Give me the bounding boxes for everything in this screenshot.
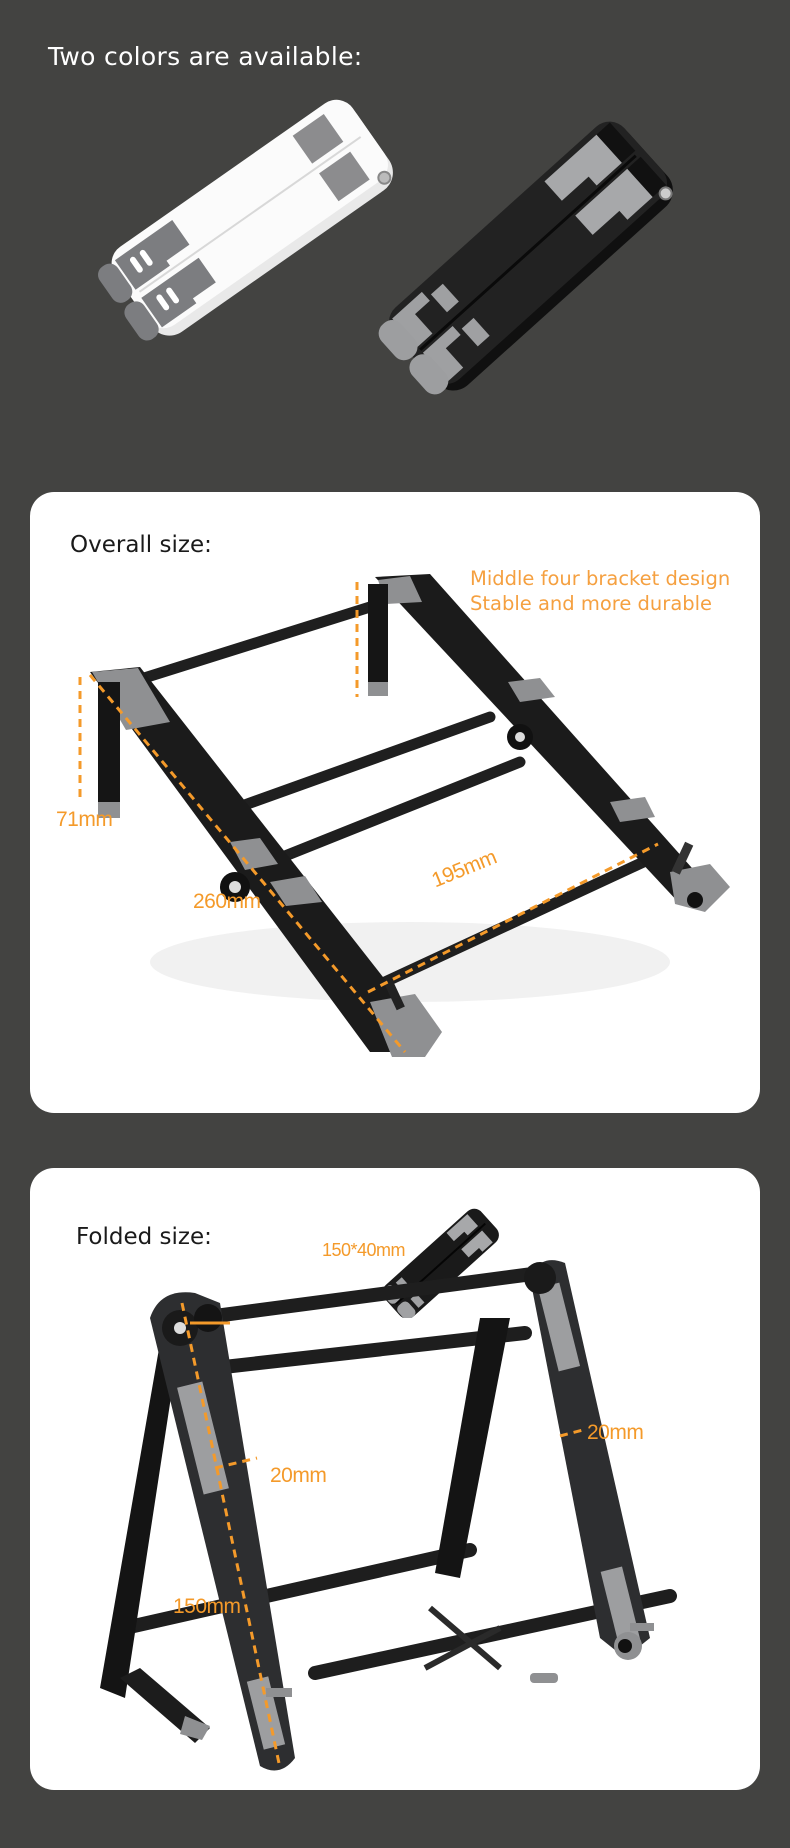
- page-heading: Two colors are available:: [48, 42, 363, 71]
- feature-note-line1: Middle four bracket design: [470, 567, 731, 590]
- folded-size-title: Folded size:: [76, 1224, 212, 1250]
- feature-note: Middle four bracket design Stable and mo…: [470, 566, 730, 616]
- black-stand-image: [378, 121, 673, 395]
- white-stand-image: [98, 99, 393, 341]
- bar-width-left-label: 20mm: [270, 1464, 327, 1487]
- folded-size-card: Folded size: 150*40mm: [30, 1168, 760, 1790]
- dimension-height-label: 71mm: [56, 808, 113, 831]
- leg-length-label: 150mm: [173, 1595, 241, 1618]
- bar-width-right-label: 20mm: [587, 1421, 644, 1444]
- overall-size-card: Overall size: Middle four bracket design…: [30, 492, 760, 1113]
- folded-stand-image: [100, 1260, 677, 1771]
- folded-dimension-label: 150*40mm: [322, 1240, 406, 1260]
- open-stand-image: [78, 574, 730, 1057]
- dimension-length-label: 260mm: [193, 890, 261, 913]
- overall-size-title: Overall size:: [70, 532, 212, 558]
- feature-note-line2: Stable and more durable: [470, 592, 713, 615]
